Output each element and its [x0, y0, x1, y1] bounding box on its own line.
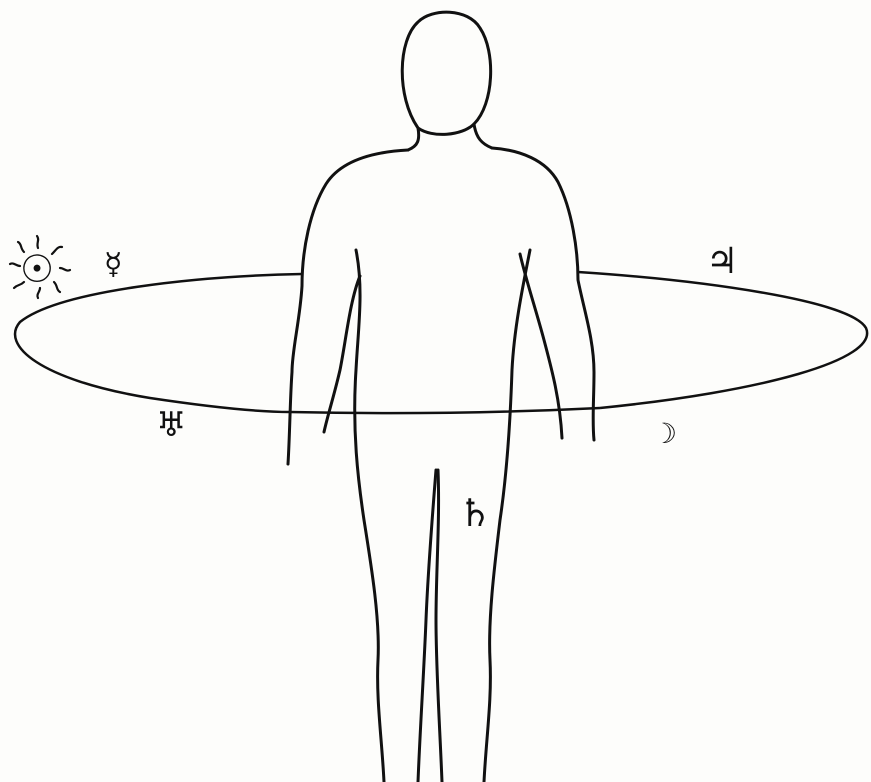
right-shoulder-arm [492, 148, 594, 440]
orbit-ring-back [15, 274, 302, 412]
sun-icon: ☉ [20, 250, 54, 288]
orbit-ring-front [290, 408, 600, 413]
uranus-icon: ♅ [156, 408, 186, 442]
right-leg-inner [436, 470, 442, 782]
left-shoulder-arm [288, 150, 408, 464]
head-outline [402, 12, 490, 134]
saturn-icon: ♄ [458, 494, 492, 532]
moon-icon: ☽ [652, 420, 677, 448]
left-leg-outer [355, 250, 384, 782]
orbit-ring-back-right [578, 272, 867, 408]
neck-left [408, 128, 419, 150]
neck-right [474, 124, 492, 148]
left-leg-inner [418, 470, 436, 782]
mercury-icon: ☿ [104, 250, 122, 280]
jupiter-icon: ♃ [706, 244, 738, 280]
